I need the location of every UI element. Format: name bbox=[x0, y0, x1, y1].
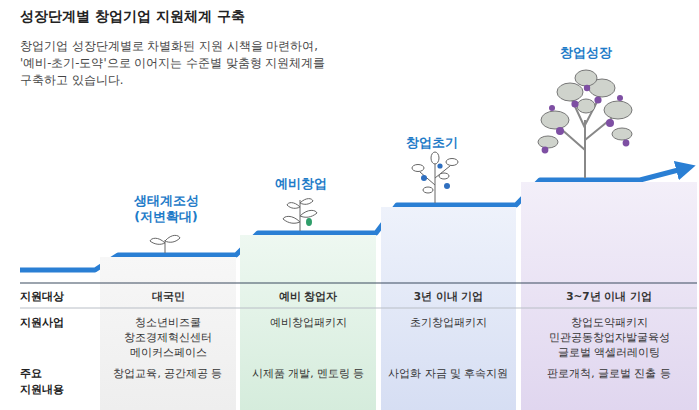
fruit-tree-icon bbox=[538, 70, 632, 178]
support-program: 초기창업패키지 bbox=[387, 315, 510, 330]
diagram-title: 성장단계별 창업기업 지원체계 구축 bbox=[20, 8, 245, 26]
row-header: 지원대상 bbox=[20, 289, 90, 304]
stage-column: 3~7년 이내 기업창업도약패키지 민관공동창업자발굴육성 글로벌 액셀러레이팅… bbox=[521, 182, 697, 410]
support-target: 3~7년 이내 기업 bbox=[539, 289, 679, 304]
support-program: 청소년비즈쿨 창조경제혁신센터 메이커스페이스 bbox=[106, 315, 230, 360]
seedling-icon bbox=[283, 199, 317, 231]
support-target: 3년 이내 기업 bbox=[387, 289, 510, 304]
support-content: 창업교육, 공간제공 등 bbox=[106, 366, 230, 381]
stage-label: 창업초기 bbox=[393, 135, 471, 151]
support-program: 예비창업패키지 bbox=[246, 315, 370, 330]
support-content: 사업화 자금 및 후속지원 bbox=[387, 366, 510, 381]
stage-label: 생태계조성 (저변확대) bbox=[130, 193, 202, 225]
support-content: 판로개척, 글로벌 진출 등 bbox=[539, 366, 679, 381]
support-target: 대국민 bbox=[106, 289, 230, 304]
stage-column: 3년 이내 기업초기창업패키지사업화 자금 및 후속지원 bbox=[381, 207, 516, 410]
subtitle-note: 창업기업 성장단계별로 차별화된 지원 시책을 마련하여, '예비-초기-도약'… bbox=[20, 38, 350, 89]
stage-column: 대국민청소년비즈쿨 창조경제혁신센터 메이커스페이스창업교육, 공간제공 등 bbox=[100, 257, 236, 410]
row-header: 지원사업 bbox=[20, 315, 90, 330]
stage-label: 예비창업 bbox=[262, 176, 340, 192]
support-target: 예비 창업자 bbox=[246, 289, 370, 304]
young-tree-icon bbox=[412, 152, 458, 203]
support-program: 창업도약패키지 민관공동창업자발굴육성 글로벌 액셀러레이팅 bbox=[539, 315, 679, 360]
stage-label: 창업성장 bbox=[546, 45, 626, 61]
row-header: 주요 지원내용 bbox=[20, 366, 72, 398]
stage-column: 예비 창업자예비창업패키지시제품 개발, 멘토링 등 bbox=[240, 235, 376, 410]
sprout-icon bbox=[150, 235, 180, 253]
support-content: 시제품 개발, 멘토링 등 bbox=[246, 366, 370, 381]
